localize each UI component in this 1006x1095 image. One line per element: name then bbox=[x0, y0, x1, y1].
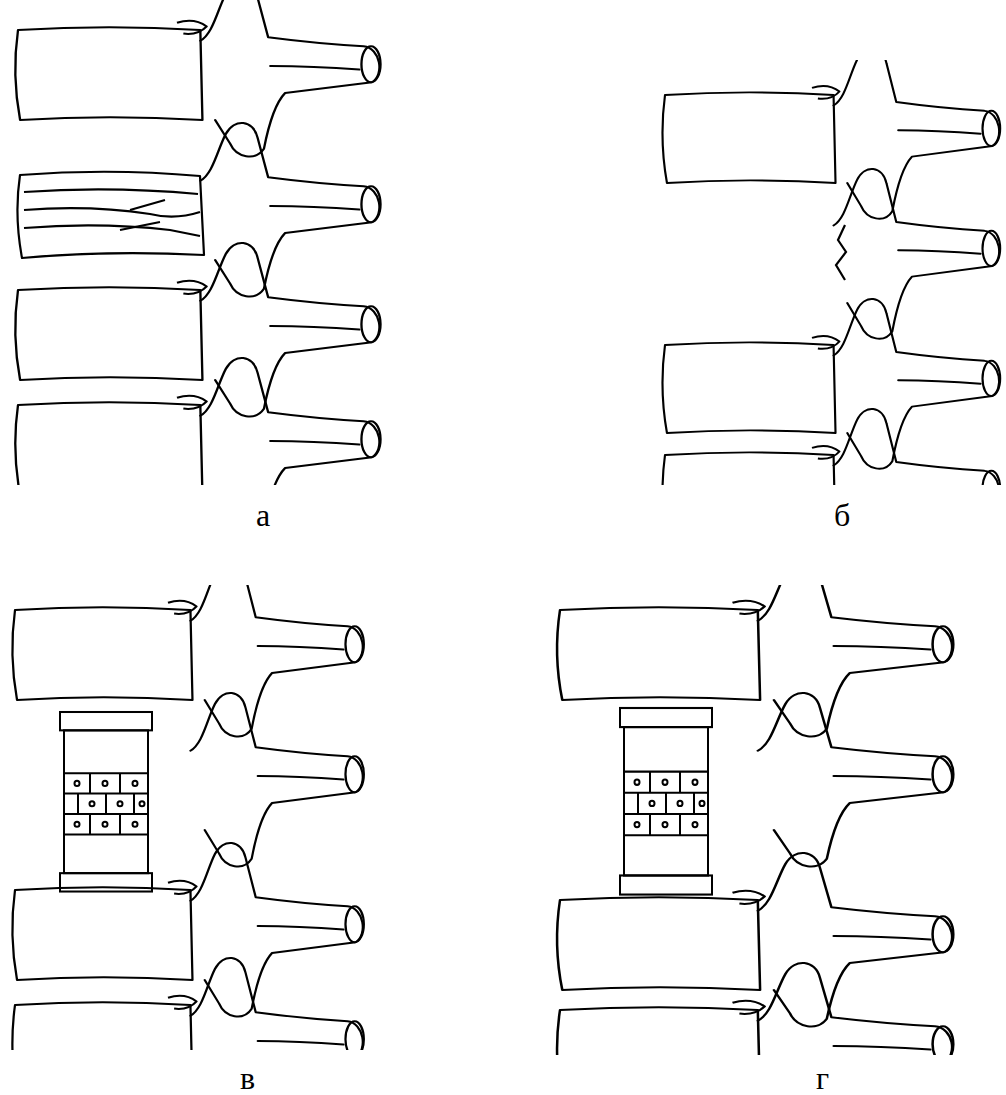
panel-letter: а bbox=[256, 499, 270, 531]
panel-letter: г bbox=[816, 1062, 829, 1094]
panel-g bbox=[557, 585, 953, 1055]
panel-letter: в bbox=[240, 1062, 255, 1094]
panel-v bbox=[12, 585, 363, 1050]
panel-b bbox=[662, 60, 1000, 485]
panel-letter: б bbox=[834, 499, 850, 531]
panel-a bbox=[15, 0, 380, 485]
